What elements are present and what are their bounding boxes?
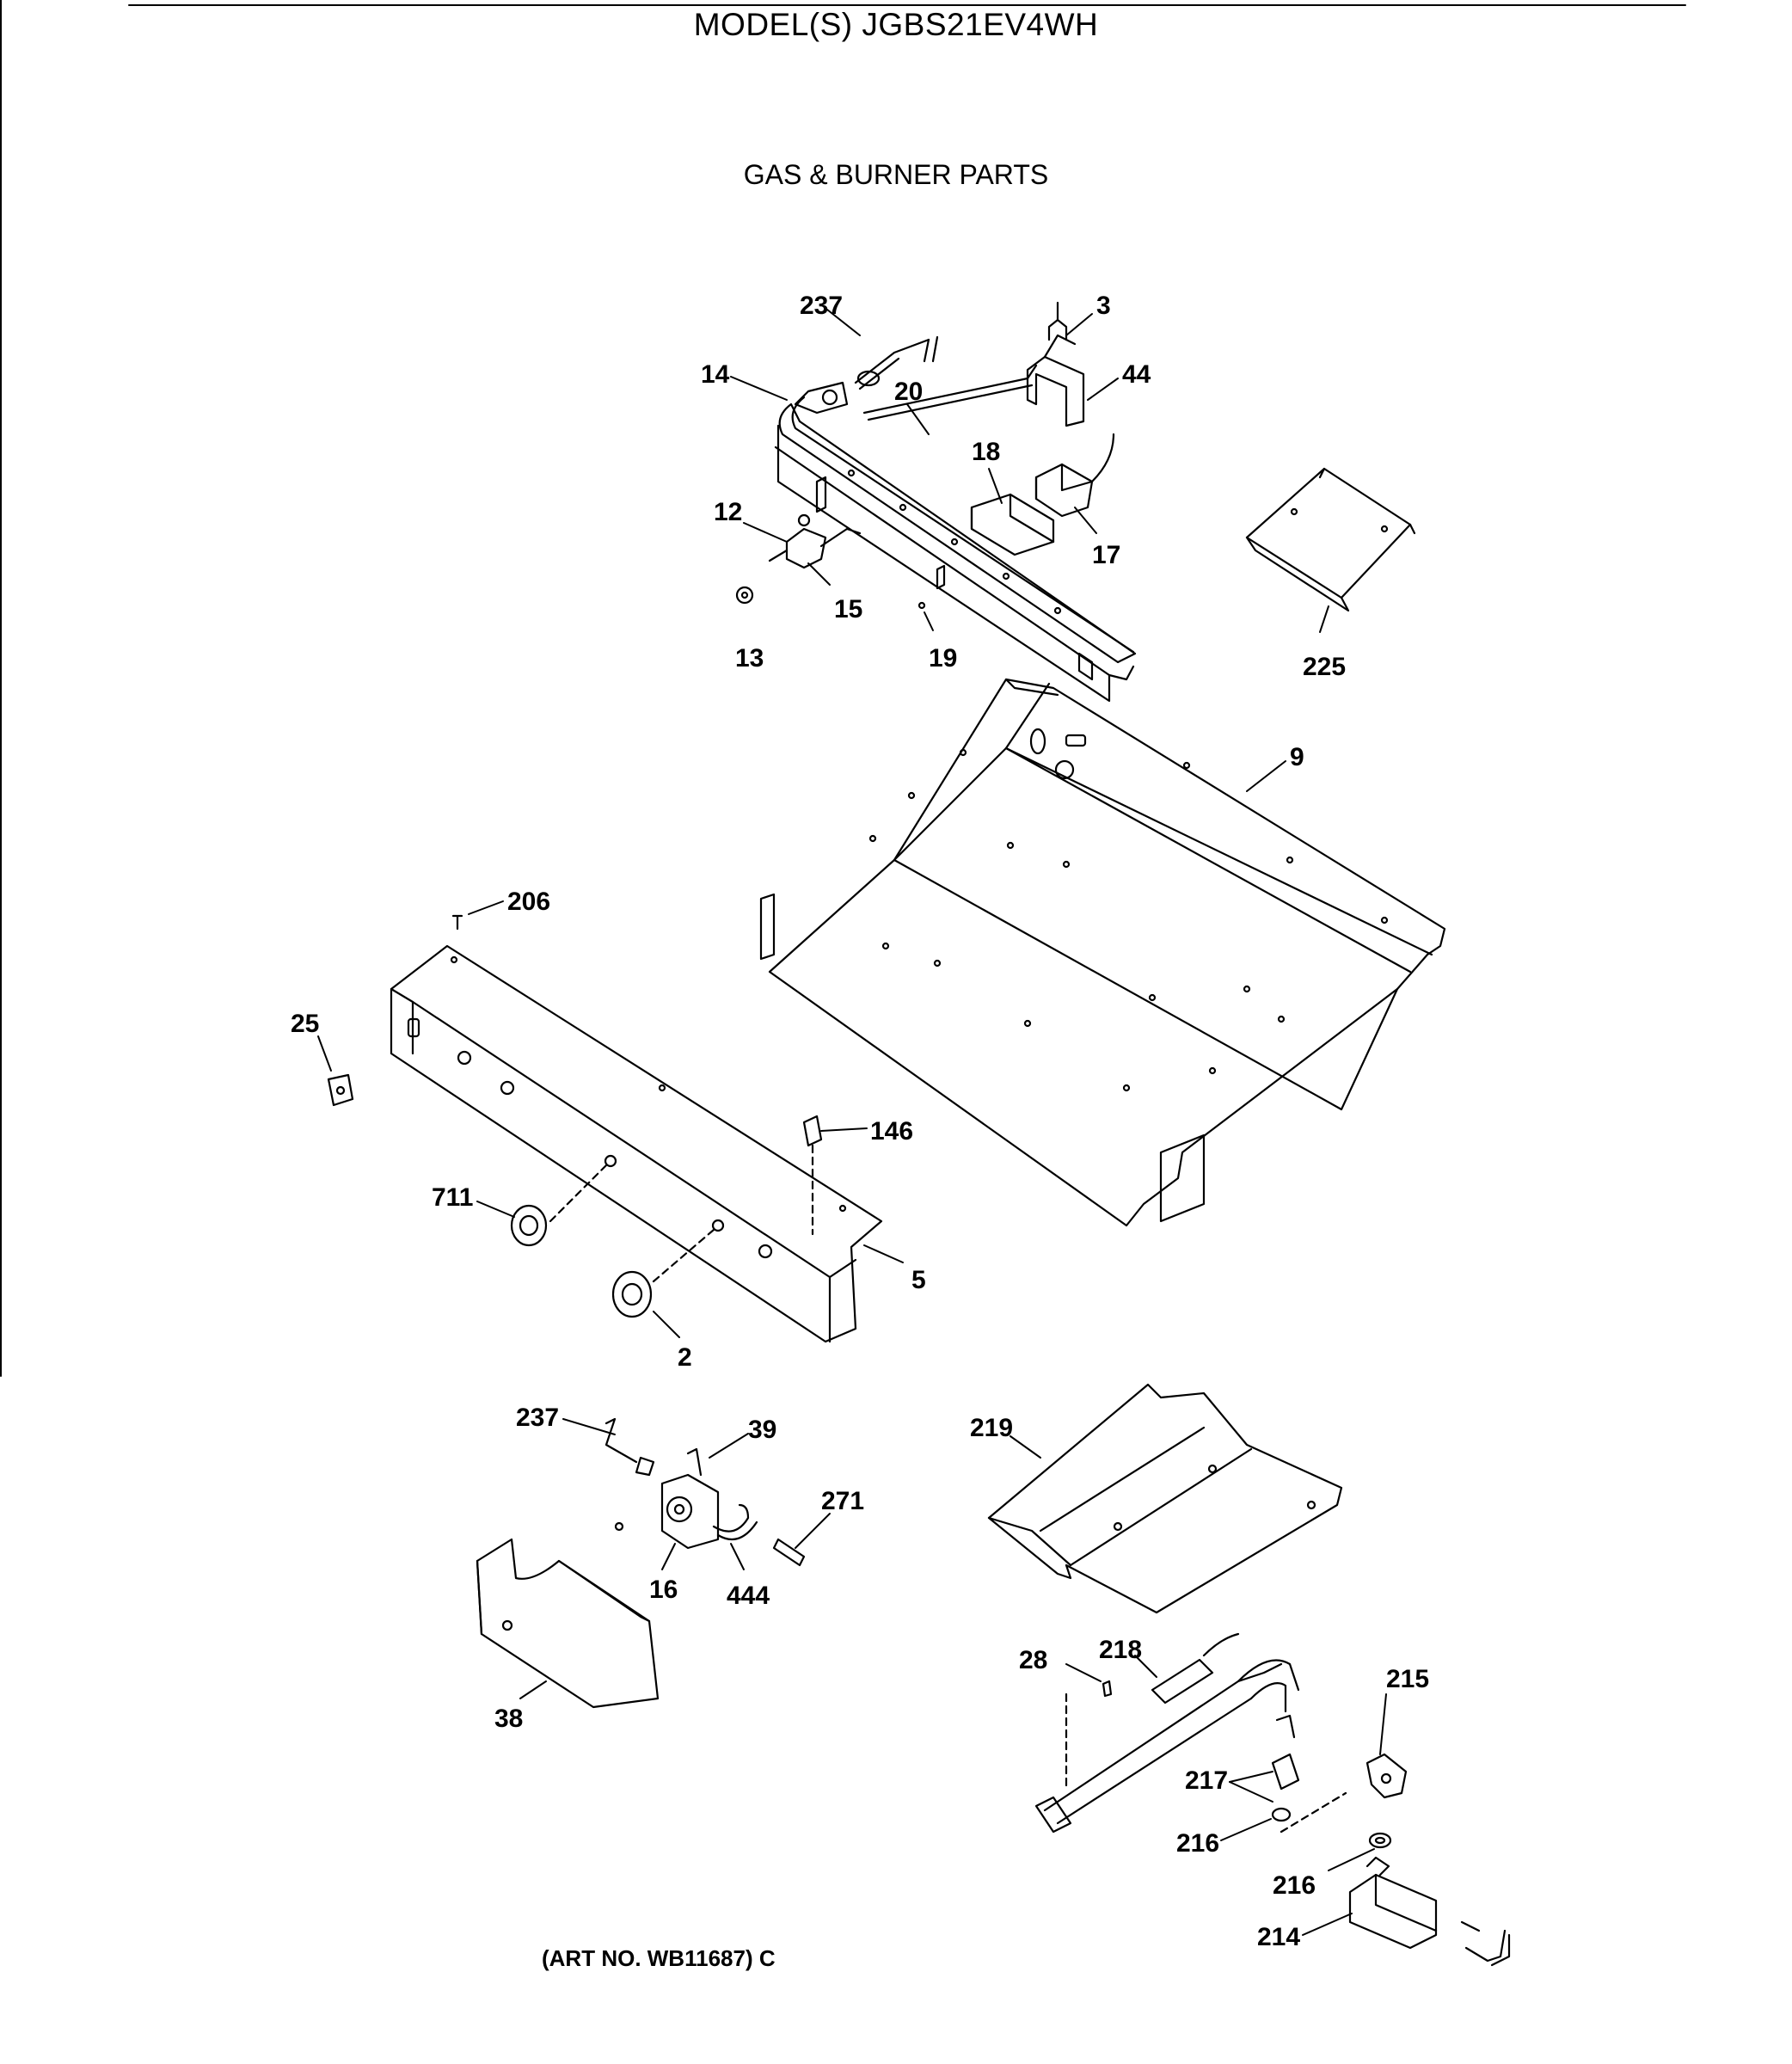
- callout-711: 711: [432, 1183, 473, 1212]
- manifold-panel-5: [328, 916, 881, 1342]
- callout-2: 2: [678, 1343, 692, 1372]
- callout-16: 16: [649, 1576, 678, 1604]
- callout-9: 9: [1290, 743, 1304, 771]
- callout-17: 17: [1092, 541, 1120, 569]
- callout-14: 14: [701, 360, 730, 389]
- callout-20: 20: [894, 378, 923, 406]
- callout-labels: 237 3 14 44 20 18 12 17 15 13 19 225 9 2…: [291, 292, 1429, 1951]
- callout-12: 12: [714, 498, 742, 526]
- callout-216-left: 216: [1176, 1829, 1219, 1858]
- callout-218: 218: [1099, 1636, 1142, 1664]
- oven-valve-assembly: [477, 1419, 804, 1707]
- callout-215: 215: [1386, 1665, 1429, 1693]
- art-number: (ART NO. WB11687) C: [542, 1945, 776, 1971]
- callout-216-right: 216: [1273, 1871, 1316, 1900]
- manifold-assembly: [737, 303, 1135, 701]
- callout-217: 217: [1185, 1766, 1228, 1795]
- callout-225: 225: [1303, 653, 1346, 681]
- callout-271: 271: [821, 1487, 864, 1515]
- callout-5: 5: [911, 1266, 926, 1294]
- callout-237-top: 237: [800, 292, 843, 320]
- callout-39: 39: [748, 1416, 776, 1444]
- callout-13: 13: [735, 644, 764, 673]
- callout-28: 28: [1019, 1646, 1047, 1674]
- callout-219: 219: [970, 1414, 1013, 1442]
- callout-leaders: [318, 310, 1386, 1935]
- callout-38: 38: [494, 1705, 523, 1733]
- callout-18: 18: [972, 438, 1000, 466]
- callout-206: 206: [507, 888, 550, 916]
- callout-146: 146: [870, 1117, 913, 1146]
- burner-box-9: [761, 679, 1445, 1226]
- page-title: MODEL(S) JGBS21EV4WH: [693, 7, 1099, 42]
- callout-3: 3: [1096, 292, 1111, 320]
- callout-444: 444: [727, 1582, 770, 1610]
- callout-25: 25: [291, 1010, 319, 1038]
- lower-burner-assembly: [989, 1385, 1509, 1965]
- section-title: GAS & BURNER PARTS: [743, 159, 1049, 190]
- panel-225: [1247, 469, 1415, 611]
- callout-44: 44: [1122, 360, 1151, 389]
- callout-19: 19: [929, 644, 957, 673]
- callout-237-bottom: 237: [516, 1404, 559, 1432]
- callout-15: 15: [834, 595, 862, 624]
- callout-214: 214: [1257, 1923, 1300, 1951]
